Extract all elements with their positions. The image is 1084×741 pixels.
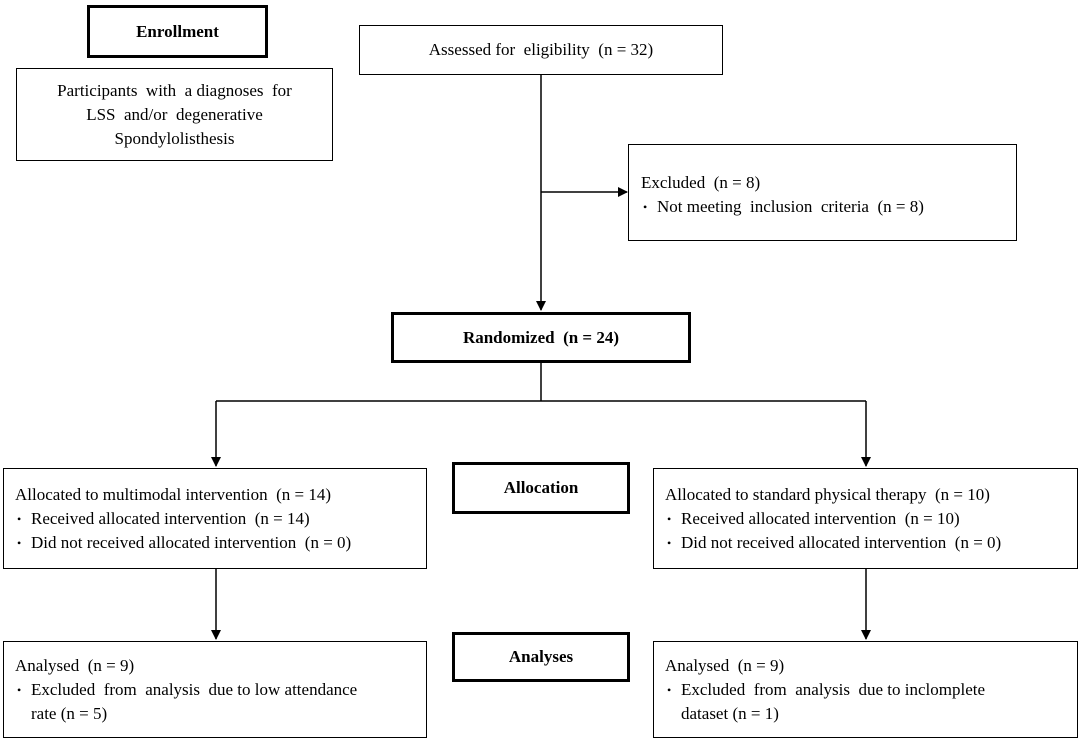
participants-box: Participants with a diagnoses for LSS an… <box>16 68 333 161</box>
left-allocation-item-1: Received allocated intervention (n = 14) <box>15 507 426 531</box>
left-analysed-continuation: rate (n = 5) <box>31 704 108 723</box>
left-allocation-box: Allocated to multimodal intervention (n … <box>3 468 427 569</box>
right-analysed-item: Excluded from analysis due to inclomplet… <box>665 678 1077 702</box>
right-analysed-box: Analysed (n = 9) Excluded from analysis … <box>653 641 1078 738</box>
right-allocation-title: Allocated to standard physical therapy (… <box>665 485 990 504</box>
allocation-box: Allocation <box>452 462 630 514</box>
right-allocation-box: Allocated to standard physical therapy (… <box>653 468 1078 569</box>
excluded-box: Excluded (n = 8) Not meeting inclusion c… <box>628 144 1017 241</box>
participants-line-1: Participants with a diagnoses for <box>57 80 292 100</box>
left-analysed-box: Analysed (n = 9) Excluded from analysis … <box>3 641 427 738</box>
participants-line-3: Spondylolisthesis <box>114 128 235 148</box>
assessed-label: Assessed for eligibility (n = 32) <box>428 40 654 59</box>
randomized-label: Randomized (n = 24) <box>462 327 620 347</box>
excluded-title: Excluded (n = 8) <box>641 173 761 192</box>
analyses-label: Analyses <box>508 647 574 666</box>
right-allocation-item-2: Did not received allocated intervention … <box>665 531 1077 555</box>
left-analysed-title: Analysed (n = 9) <box>15 656 135 675</box>
enrollment-box: Enrollment <box>87 5 268 58</box>
left-allocation-title: Allocated to multimodal intervention (n … <box>15 485 331 504</box>
excluded-item: Not meeting inclusion criteria (n = 8) <box>641 195 1016 219</box>
randomized-box: Randomized (n = 24) <box>391 312 691 363</box>
right-allocation-item-1: Received allocated intervention (n = 10) <box>665 507 1077 531</box>
assessed-box: Assessed for eligibility (n = 32) <box>359 25 723 75</box>
left-allocation-item-2: Did not received allocated intervention … <box>15 531 426 555</box>
participants-line-2: LSS and/or degenerative <box>86 104 263 124</box>
right-analysed-continuation: dataset (n = 1) <box>681 704 779 723</box>
left-analysed-item: Excluded from analysis due to low attend… <box>15 678 426 702</box>
allocation-label: Allocation <box>503 478 579 497</box>
analyses-box: Analyses <box>452 632 630 682</box>
enrollment-label: Enrollment <box>136 21 219 41</box>
right-analysed-title: Analysed (n = 9) <box>665 656 785 675</box>
